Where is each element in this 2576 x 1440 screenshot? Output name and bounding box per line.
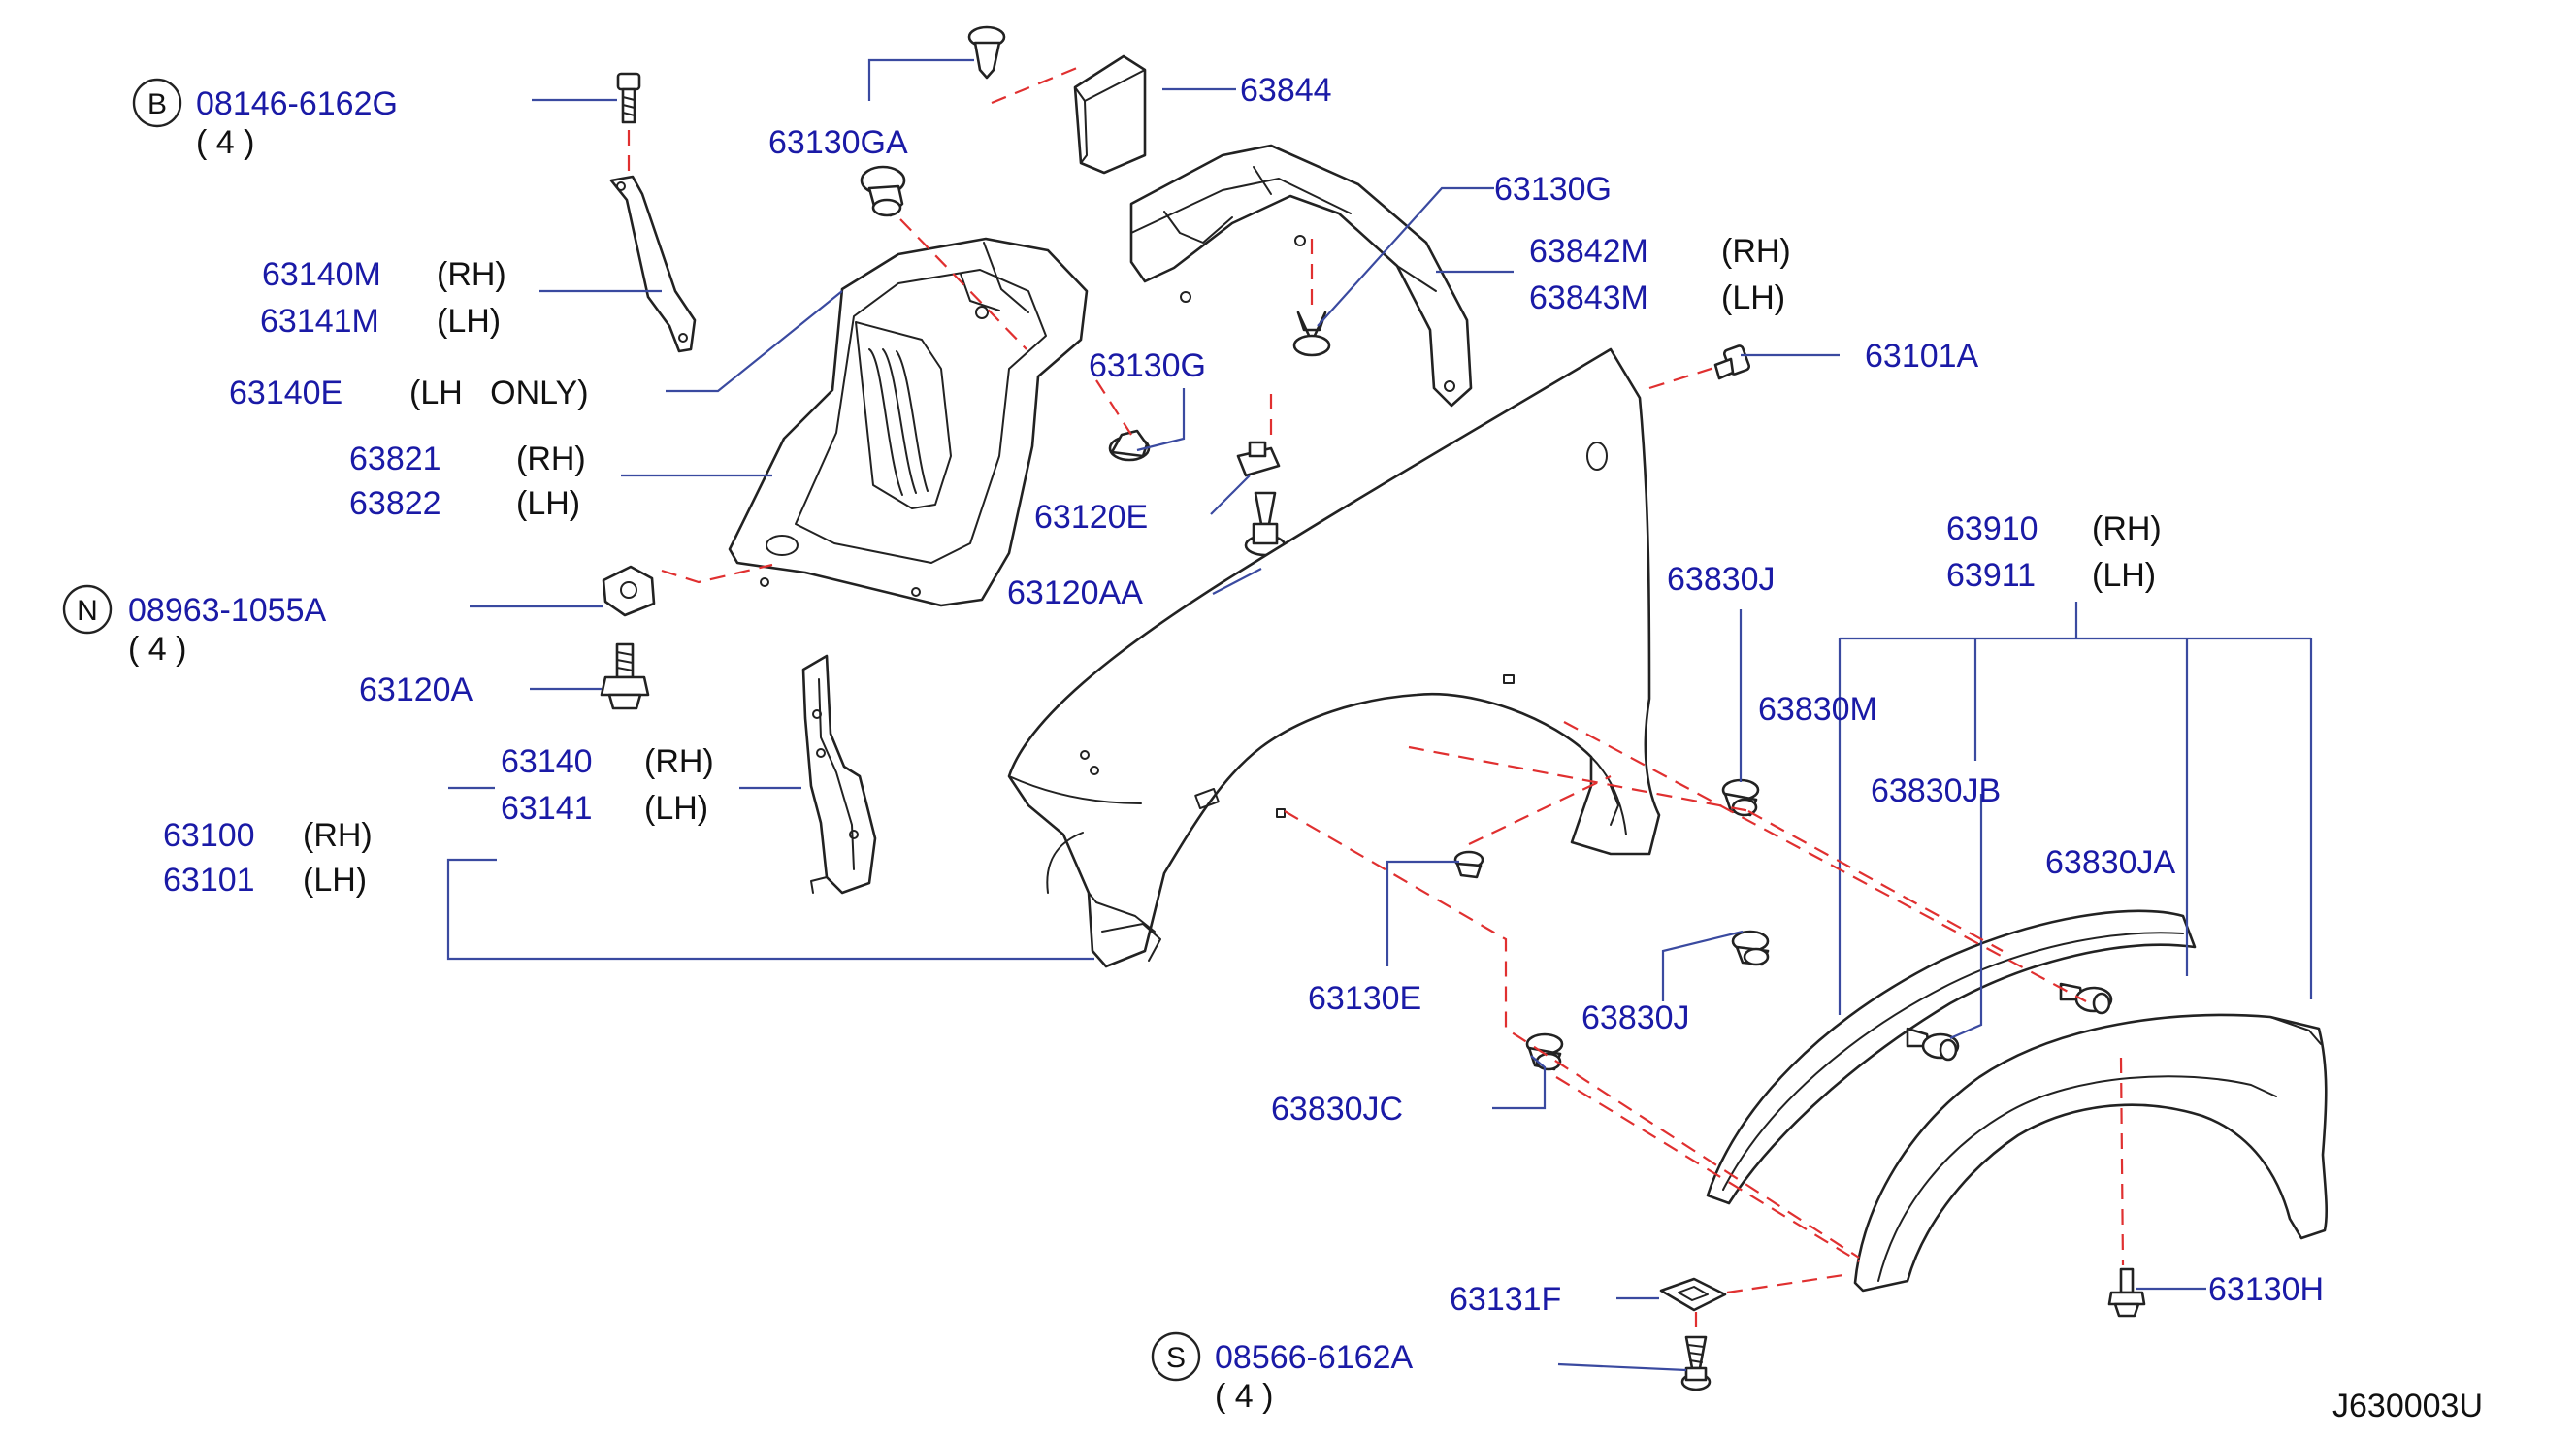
callout-n: N 08963-1055A ( 4 ) — [62, 584, 327, 668]
protector-63821-icon — [728, 237, 1089, 607]
grommet-63830JC-icon — [1525, 1032, 1564, 1071]
qty-08146-6162G: ( 4 ) — [196, 124, 254, 161]
side-63911: (LH) — [2092, 557, 2156, 594]
grommet-63830JA-icon — [2059, 982, 2113, 1015]
label-63843M[interactable]: 63843M — [1529, 279, 1648, 316]
label-63130G-front[interactable]: 63130G — [1089, 347, 1206, 384]
bolt-63101A-icon — [1713, 344, 1751, 380]
clip-63130GA-icon — [860, 165, 906, 217]
grommet-63130E-icon — [1453, 850, 1484, 879]
callout-n-letter: N — [77, 595, 98, 627]
fender-flare-icon — [1853, 1013, 2329, 1293]
qty-08963-1055A: ( 4 ) — [128, 631, 186, 668]
bolt-63120A-icon — [600, 642, 650, 710]
label-63120A[interactable]: 63120A — [359, 671, 473, 708]
seal-63844-icon — [1073, 54, 1147, 175]
side-63822: (LH) — [516, 485, 580, 522]
callout-b-letter: B — [147, 88, 167, 120]
stay-63140M-icon — [609, 175, 697, 353]
bolt-08146-6162G-icon — [616, 72, 641, 124]
side-63140E: (LH ONLY) — [409, 375, 589, 411]
label-63130G-rear[interactable]: 63130G — [1494, 171, 1612, 208]
label-63910[interactable]: 63910 — [1946, 510, 2038, 547]
clip-nut-63131F-icon — [1659, 1277, 1727, 1312]
label-08963-1055A[interactable]: 08963-1055A — [128, 592, 327, 629]
diagram-code: J630003U — [2332, 1388, 2483, 1424]
label-63131F[interactable]: 63131F — [1450, 1281, 1561, 1318]
label-63822[interactable]: 63822 — [349, 485, 441, 522]
label-63130E[interactable]: 63130E — [1308, 980, 1421, 1017]
label-63130H[interactable]: 63130H — [2208, 1271, 2324, 1308]
callout-s-letter: S — [1166, 1342, 1186, 1374]
label-63120AA[interactable]: 63120AA — [1007, 574, 1143, 611]
protector-63842M-icon — [1129, 144, 1473, 408]
label-63141M[interactable]: 63141M — [260, 303, 379, 340]
label-08146-6162G[interactable]: 08146-6162G — [196, 85, 398, 122]
grommet-63830J-icon — [1731, 930, 1770, 966]
clip-63130GA-top-icon — [967, 25, 1006, 80]
label-63830JA[interactable]: 63830JA — [2045, 844, 2176, 881]
part-labels: 63130GA 63844 63140M (RH) 63141M (LH) 63… — [163, 72, 2483, 1424]
side-63141M: (LH) — [437, 303, 501, 340]
label-63844[interactable]: 63844 — [1240, 72, 1332, 109]
side-63843M: (LH) — [1721, 279, 1785, 316]
side-63100: (RH) — [303, 817, 373, 854]
fender-63100-icon — [1007, 347, 1661, 968]
label-63140E[interactable]: 63140E — [229, 375, 342, 411]
grommet-63830JB-icon — [1906, 1027, 1960, 1062]
label-63101A[interactable]: 63101A — [1865, 338, 1979, 375]
label-63120E[interactable]: 63120E — [1034, 499, 1148, 536]
callout-s: S 08566-6162A ( 4 ) — [1151, 1331, 1414, 1415]
qty-08566-6162A: ( 4 ) — [1215, 1378, 1273, 1415]
side-63140: (RH) — [644, 743, 714, 780]
moulding-63910-icon — [1706, 909, 2197, 1205]
side-63821: (RH) — [516, 441, 586, 477]
screw-63120AA-icon — [1244, 491, 1287, 557]
callout-b: B 08146-6162G ( 4 ) — [132, 78, 398, 161]
side-63101: (LH) — [303, 862, 367, 899]
label-63830JC[interactable]: 63830JC — [1271, 1091, 1403, 1128]
nut-08963-1055A-icon — [602, 565, 656, 617]
label-63140M[interactable]: 63140M — [262, 256, 381, 293]
label-63830J-top[interactable]: 63830J — [1667, 561, 1776, 598]
label-63842M[interactable]: 63842M — [1529, 233, 1648, 270]
label-63821[interactable]: 63821 — [349, 441, 441, 477]
grommet-63830J-top-icon — [1721, 778, 1760, 817]
label-63141[interactable]: 63141 — [501, 790, 593, 827]
label-63911[interactable]: 63911 — [1946, 557, 2036, 594]
side-63141: (LH) — [644, 790, 708, 827]
assembly-lines — [627, 66, 2125, 1335]
clip-63130H-icon — [2107, 1267, 2146, 1318]
bracket-63140-icon — [801, 654, 877, 895]
label-63130GA[interactable]: 63130GA — [768, 124, 908, 161]
clip-63130G-front-icon — [1108, 429, 1151, 462]
label-63140[interactable]: 63140 — [501, 743, 593, 780]
screw-08566-6162A-icon — [1680, 1335, 1712, 1391]
nut-63120E-icon — [1236, 441, 1281, 477]
label-63830J[interactable]: 63830J — [1581, 999, 1690, 1036]
leader-lines — [446, 58, 2313, 1372]
label-63830JB[interactable]: 63830JB — [1871, 772, 2001, 809]
label-63101[interactable]: 63101 — [163, 862, 255, 899]
label-63830M[interactable]: 63830M — [1758, 691, 1877, 728]
label-08566-6162A[interactable]: 08566-6162A — [1215, 1339, 1414, 1376]
side-63842M: (RH) — [1721, 233, 1791, 270]
label-63100[interactable]: 63100 — [163, 817, 255, 854]
side-63140M: (RH) — [437, 256, 506, 293]
side-63910: (RH) — [2092, 510, 2162, 547]
